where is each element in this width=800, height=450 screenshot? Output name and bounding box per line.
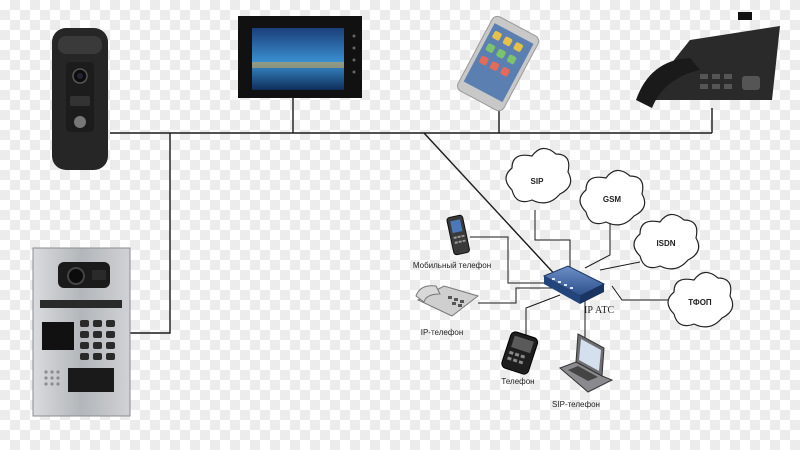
ip-phone-label: IP-телефон — [421, 328, 464, 337]
intercom-panel-icon — [32, 247, 131, 417]
bus-lines — [110, 98, 713, 334]
cloud-label-pstn: ТФОП — [688, 298, 712, 307]
cloud-gsm: GSM — [579, 169, 646, 226]
cloud-pstn: ТФОП — [667, 271, 734, 328]
sip-phone-label: SIP-телефон — [552, 400, 600, 409]
cloud-label-sip: SIP — [531, 177, 545, 186]
isdn-cloud-link-line — [599, 261, 641, 271]
pbx-label: IP АТС — [584, 305, 614, 316]
mobile-phone-label: Мобильный телефон — [413, 261, 491, 270]
pstn-cloud-link-line — [611, 285, 668, 301]
intercom-link-line — [130, 133, 171, 334]
video-monitor-icon — [238, 16, 362, 98]
cloud-label-isdn: ISDN — [656, 239, 675, 248]
phone-link-line — [525, 294, 561, 335]
pbx-star-lines — [470, 210, 668, 340]
cloud-label-gsm: GSM — [603, 195, 622, 204]
mobile-link-line — [470, 236, 550, 284]
cloud-isdn: ISDN — [633, 213, 700, 270]
ipphone-link-line — [478, 287, 552, 304]
ip-desk-phone-icon — [636, 12, 780, 108]
gsm-cloud-link-line — [584, 210, 611, 269]
smartphone-icon — [457, 15, 540, 112]
pbx-switch-icon — [542, 265, 606, 304]
sip-cloud-link-line — [534, 210, 571, 268]
laptop-icon — [559, 333, 614, 393]
door-camera-icon — [52, 28, 108, 170]
phone-icon — [501, 331, 539, 375]
cloud-sip: SIP — [505, 147, 572, 204]
mobile-phone-icon — [446, 214, 470, 256]
phone-label: Телефон — [501, 377, 534, 386]
pbx-uplink-line — [423, 132, 561, 281]
ip-phone-icon — [415, 285, 480, 317]
